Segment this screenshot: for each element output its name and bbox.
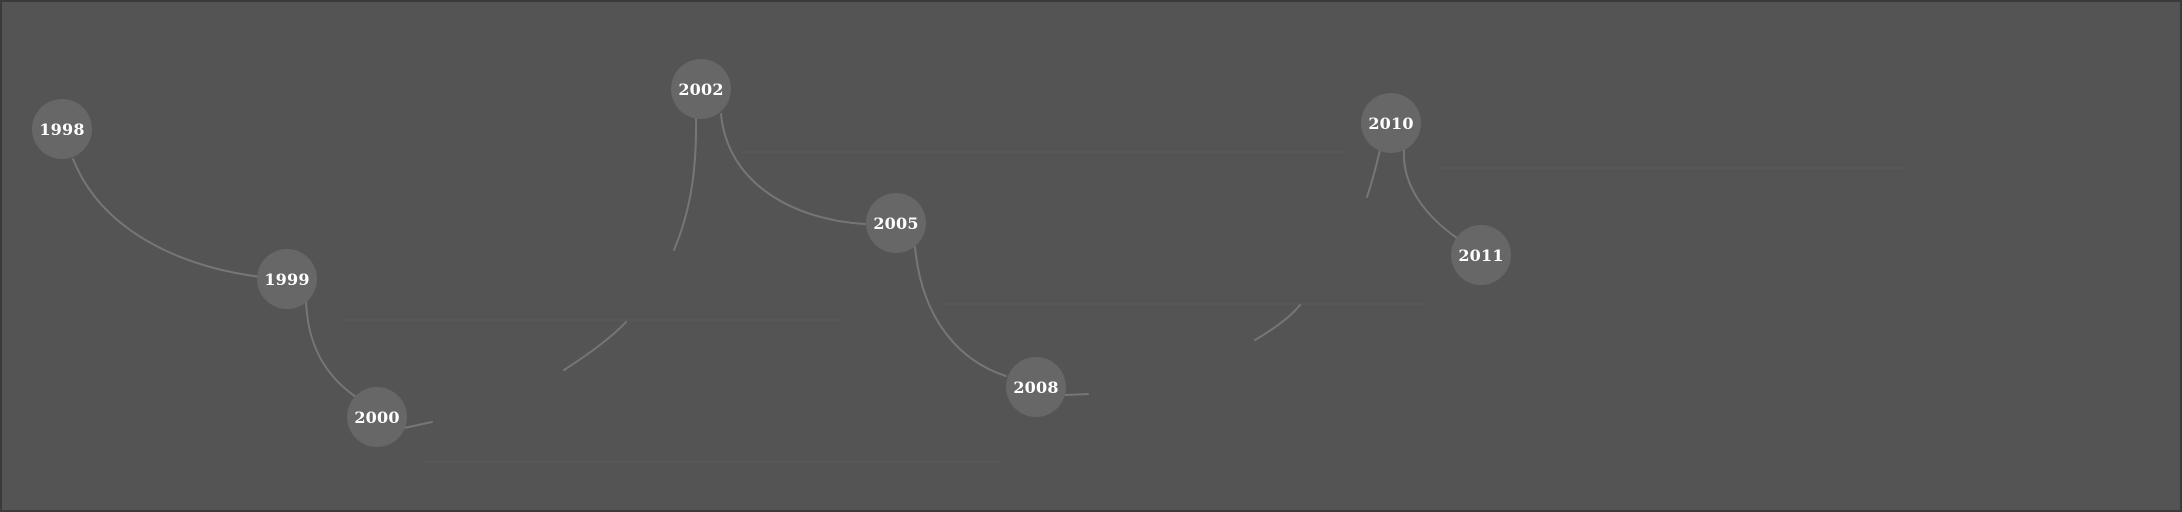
node-label: 2002 bbox=[678, 79, 724, 99]
connector-2002-2005 bbox=[720, 113, 866, 225]
node-label: 2000 bbox=[354, 407, 400, 427]
node-label: 2005 bbox=[873, 213, 919, 233]
timeline-node-2011[interactable]: 2011 bbox=[1451, 225, 1511, 285]
connector-2008-tail bbox=[1064, 393, 1089, 396]
connector-2010-2011 bbox=[1402, 149, 1458, 239]
node-label: 2010 bbox=[1368, 113, 1414, 133]
node-label: 2008 bbox=[1013, 377, 1059, 397]
node-label: 1998 bbox=[39, 119, 85, 139]
connector-1998-1999 bbox=[72, 158, 262, 278]
connector-1999-2000 bbox=[305, 298, 357, 398]
connector-2010-down bbox=[1366, 149, 1381, 198]
timeline-node-1999[interactable]: 1999 bbox=[257, 249, 317, 309]
connector-2005-2008 bbox=[914, 246, 1007, 377]
timeline-node-2008[interactable]: 2008 bbox=[1006, 357, 1066, 417]
timeline-node-2002[interactable]: 2002 bbox=[671, 59, 731, 119]
timeline-node-2005[interactable]: 2005 bbox=[866, 193, 926, 253]
connector-segment bbox=[1254, 304, 1301, 341]
timeline-node-2000[interactable]: 2000 bbox=[347, 387, 407, 447]
timeline-node-1998[interactable]: 1998 bbox=[32, 99, 92, 159]
connector-segment bbox=[563, 321, 627, 371]
connector-2000-tail bbox=[403, 421, 433, 429]
timeline-node-2010[interactable]: 2010 bbox=[1361, 93, 1421, 153]
node-label: 2011 bbox=[1458, 245, 1504, 265]
node-label: 1999 bbox=[264, 269, 310, 289]
connector-2002-down bbox=[673, 114, 698, 251]
